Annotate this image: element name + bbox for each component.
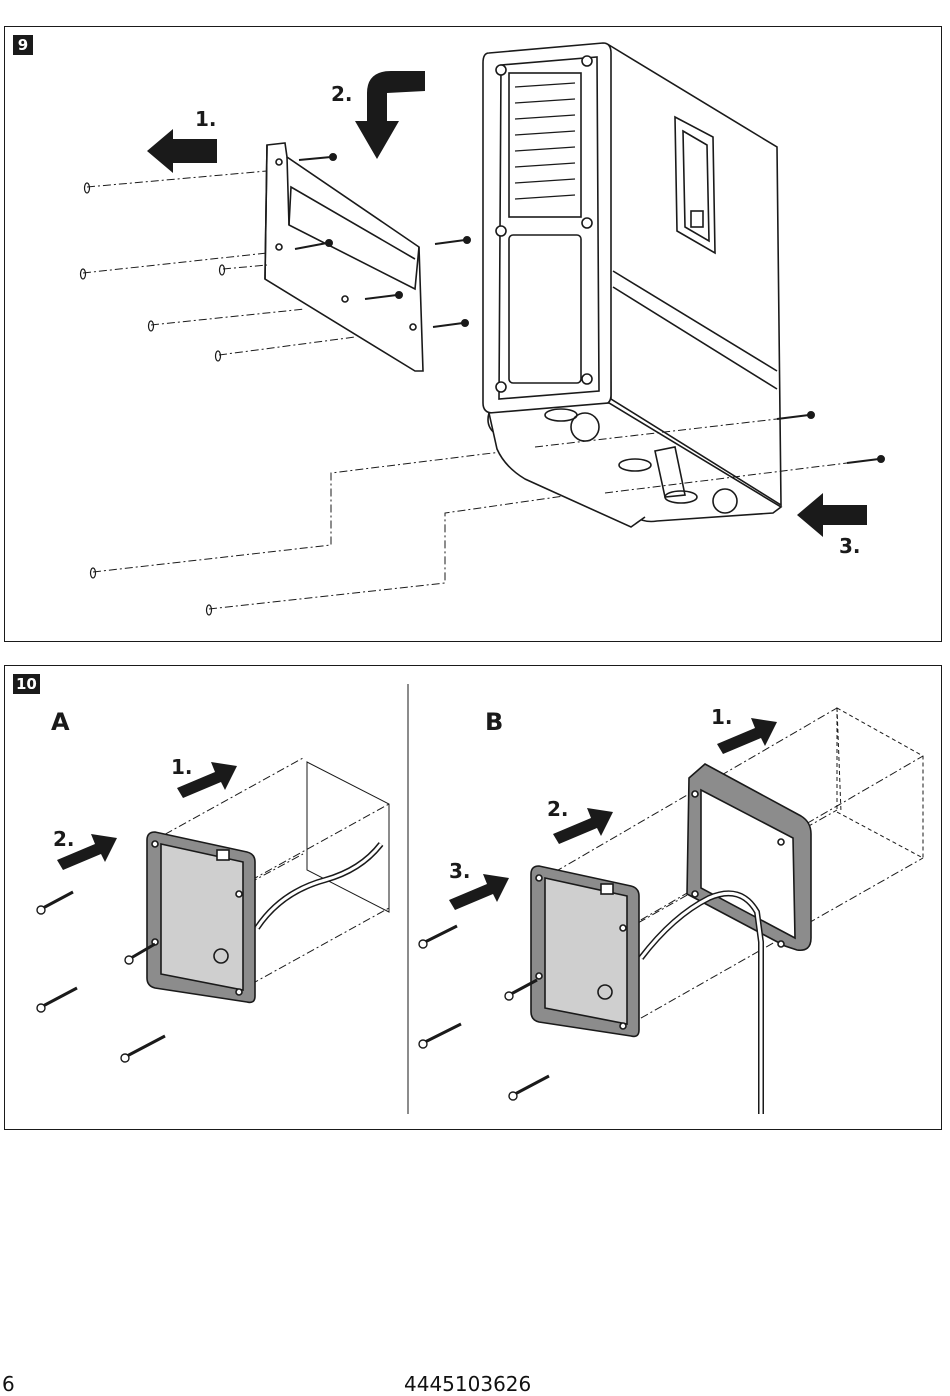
variant-a-screw-heads xyxy=(37,906,133,1062)
variant-b-spacer-frame xyxy=(687,764,811,950)
variant-a-step-2-label: 2. xyxy=(53,827,75,851)
variant-b-display-unit xyxy=(531,866,639,1036)
figure-9-illustration: 1. 2. xyxy=(5,27,943,643)
figure-10-panel: 10 A 1. 2. xyxy=(4,665,942,1130)
device-housing xyxy=(483,43,781,527)
variant-b-wall-recess xyxy=(837,708,923,858)
step-3-label: 3. xyxy=(839,534,861,558)
variant-b-step-2-label: 2. xyxy=(547,797,569,821)
page-number: 6 xyxy=(2,1372,15,1396)
mounting-bracket xyxy=(265,143,423,371)
step-2-label: 2. xyxy=(331,82,353,106)
variant-a-label: A xyxy=(51,708,70,736)
step-2-arrow xyxy=(355,71,425,159)
variant-a-step-1-label: 1. xyxy=(171,755,193,779)
figure-9-panel: 9 1. 2. xyxy=(4,26,942,642)
variant-b-step-3-label: 3. xyxy=(449,859,471,883)
variant-b-cable xyxy=(641,893,761,1114)
step-1-arrow xyxy=(147,129,217,173)
variant-a-display-unit xyxy=(147,832,255,1002)
wall-holes xyxy=(81,183,225,615)
step-3-arrow xyxy=(797,493,867,537)
figure-10-illustration: A 1. 2. xyxy=(5,666,943,1131)
step-1-label: 1. xyxy=(195,107,217,131)
document-number: 4445103626 xyxy=(404,1372,531,1396)
device-screws xyxy=(777,412,884,463)
variant-b-screw-heads xyxy=(419,940,517,1100)
variant-a-cable xyxy=(257,844,381,928)
variant-b-label: B xyxy=(485,708,503,736)
variant-b-step-1-label: 1. xyxy=(711,705,733,729)
variant-a-wall-recess xyxy=(307,762,389,912)
